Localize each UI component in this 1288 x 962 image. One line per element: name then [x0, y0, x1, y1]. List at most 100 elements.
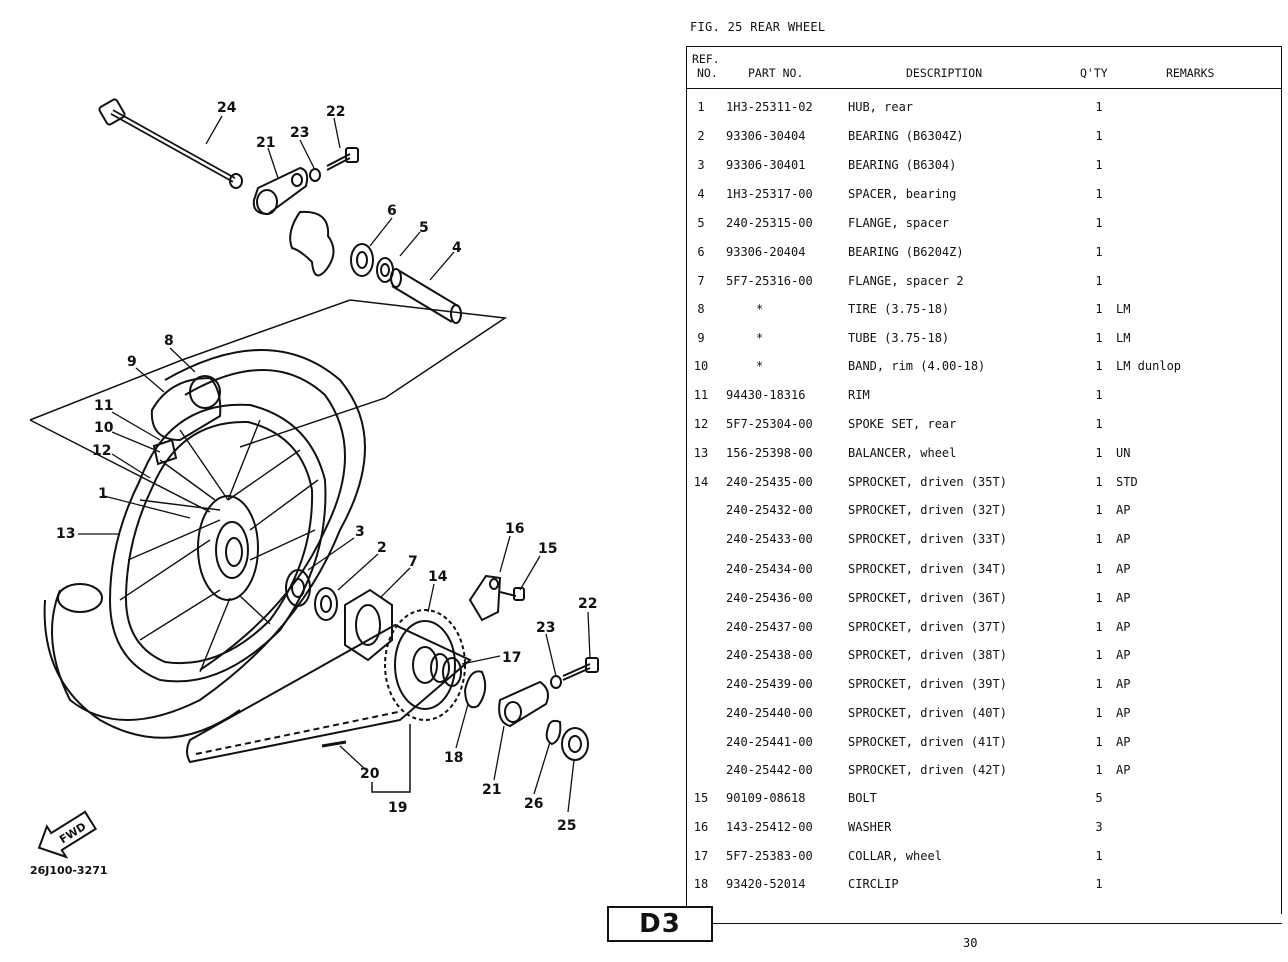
qty-cell: 1: [1095, 648, 1103, 662]
ref-cell: 8: [697, 302, 705, 316]
section-plate: D3: [607, 906, 713, 942]
ref-cell: 12: [693, 417, 709, 431]
rim-band-10: [152, 438, 178, 466]
remarks-cell: AP: [1116, 620, 1131, 634]
qty-cell: 1: [1095, 475, 1103, 489]
part-no-cell: 240-25435-00: [726, 475, 813, 489]
description-cell: FLANGE, spacer: [848, 216, 950, 230]
spacer-4: [390, 268, 462, 324]
bolt-15: [499, 587, 525, 601]
part-no-cell: 5F7-25316-00: [726, 274, 813, 288]
description-cell: SPACER, bearing: [848, 187, 957, 201]
callout-23: 23: [290, 125, 309, 141]
qty-cell: 1: [1095, 591, 1103, 605]
ref-cell: 7: [697, 274, 705, 288]
part-no-cell: 240-25436-00: [726, 591, 813, 605]
description-cell: BEARING (B6304): [848, 158, 957, 172]
remarks-cell: LM dunlop: [1116, 359, 1182, 373]
hub-plate-part: [289, 210, 335, 277]
callout-26: 26: [524, 796, 543, 812]
ref-cell: 14: [693, 475, 709, 489]
qty-cell: 1: [1095, 129, 1103, 143]
part-no-cell: 94430-18316: [726, 388, 806, 402]
rim-11: [108, 403, 327, 683]
description-cell: TIRE (3.75-18): [848, 302, 950, 316]
ref-cell: 16: [693, 820, 709, 834]
remarks-cell: AP: [1116, 677, 1131, 691]
description-cell: SPROCKET, driven (42T): [848, 763, 1007, 777]
chain-adjuster-upper: [252, 166, 309, 216]
header-remarks: REMARKS: [1166, 66, 1215, 80]
part-no-cell: *: [756, 331, 764, 345]
qty-cell: 1: [1095, 620, 1103, 634]
callout-7: 7: [408, 554, 418, 570]
callout-20: 20: [360, 766, 380, 782]
ref-cell: 10: [693, 359, 709, 373]
part-no-cell: 240-25442-00: [726, 763, 813, 777]
footer-rule: [712, 923, 1282, 924]
washer-upper: [309, 168, 321, 182]
part-no-cell: *: [756, 302, 764, 316]
description-cell: CIRCLIP: [848, 877, 899, 891]
part-no-cell: 93420-52014: [726, 877, 806, 891]
ref-cell: 1: [697, 100, 705, 114]
qty-cell: 1: [1095, 302, 1103, 316]
callout-6: 6: [387, 203, 397, 219]
table-top-rule: [686, 46, 1282, 47]
callout-4: 4: [452, 240, 462, 256]
callout-12: 12: [92, 443, 111, 459]
callout-8: 8: [164, 333, 174, 349]
diagram-code: 26J100-3271: [30, 864, 108, 877]
remarks-cell: LM: [1116, 331, 1131, 345]
header-description: DESCRIPTION: [906, 66, 983, 80]
remarks-cell: AP: [1116, 763, 1131, 777]
ref-cell: 9: [697, 331, 705, 345]
part-no-cell: 240-25434-00: [726, 562, 813, 576]
header-qty: Q'TY: [1080, 66, 1108, 80]
bearing-6: [350, 243, 374, 277]
callout-19: 19: [388, 800, 407, 816]
qty-cell: 1: [1095, 417, 1103, 431]
qty-cell: 1: [1095, 763, 1103, 777]
callout-21-lower: 21: [482, 782, 501, 798]
description-cell: SPROCKET, driven (32T): [848, 503, 1007, 517]
callout-1: 1: [98, 486, 108, 502]
remarks-cell: AP: [1116, 503, 1131, 517]
axle-part: [98, 98, 243, 189]
description-cell: SPROCKET, driven (41T): [848, 735, 1007, 749]
description-cell: SPROCKET, driven (33T): [848, 532, 1007, 546]
callout-2: 2: [377, 540, 387, 556]
table-left-rule: [686, 46, 687, 914]
bearing-2: [314, 587, 338, 621]
description-cell: BALANCER, wheel: [848, 446, 957, 460]
qty-cell: 1: [1095, 877, 1103, 891]
description-cell: COLLAR, wheel: [848, 849, 942, 863]
qty-cell: 1: [1095, 706, 1103, 720]
callout-23-lower: 23: [536, 620, 555, 636]
description-cell: SPROCKET, driven (36T): [848, 591, 1007, 605]
ref-cell: 5: [697, 216, 705, 230]
remarks-cell: AP: [1116, 706, 1131, 720]
ref-cell: 15: [693, 791, 709, 805]
callout-10: 10: [94, 420, 114, 436]
bolt-lower: [562, 657, 599, 681]
ref-cell: 2: [697, 129, 705, 143]
part-no-cell: 5F7-25304-00: [726, 417, 813, 431]
callout-24: 24: [217, 100, 237, 116]
ref-cell: 6: [697, 245, 705, 259]
qty-cell: 1: [1095, 331, 1103, 345]
qty-cell: 1: [1095, 187, 1103, 201]
callout-17: 17: [502, 650, 521, 666]
qty-cell: 1: [1095, 532, 1103, 546]
part-no-cell: 240-25315-00: [726, 216, 813, 230]
description-cell: RIM: [848, 388, 870, 402]
